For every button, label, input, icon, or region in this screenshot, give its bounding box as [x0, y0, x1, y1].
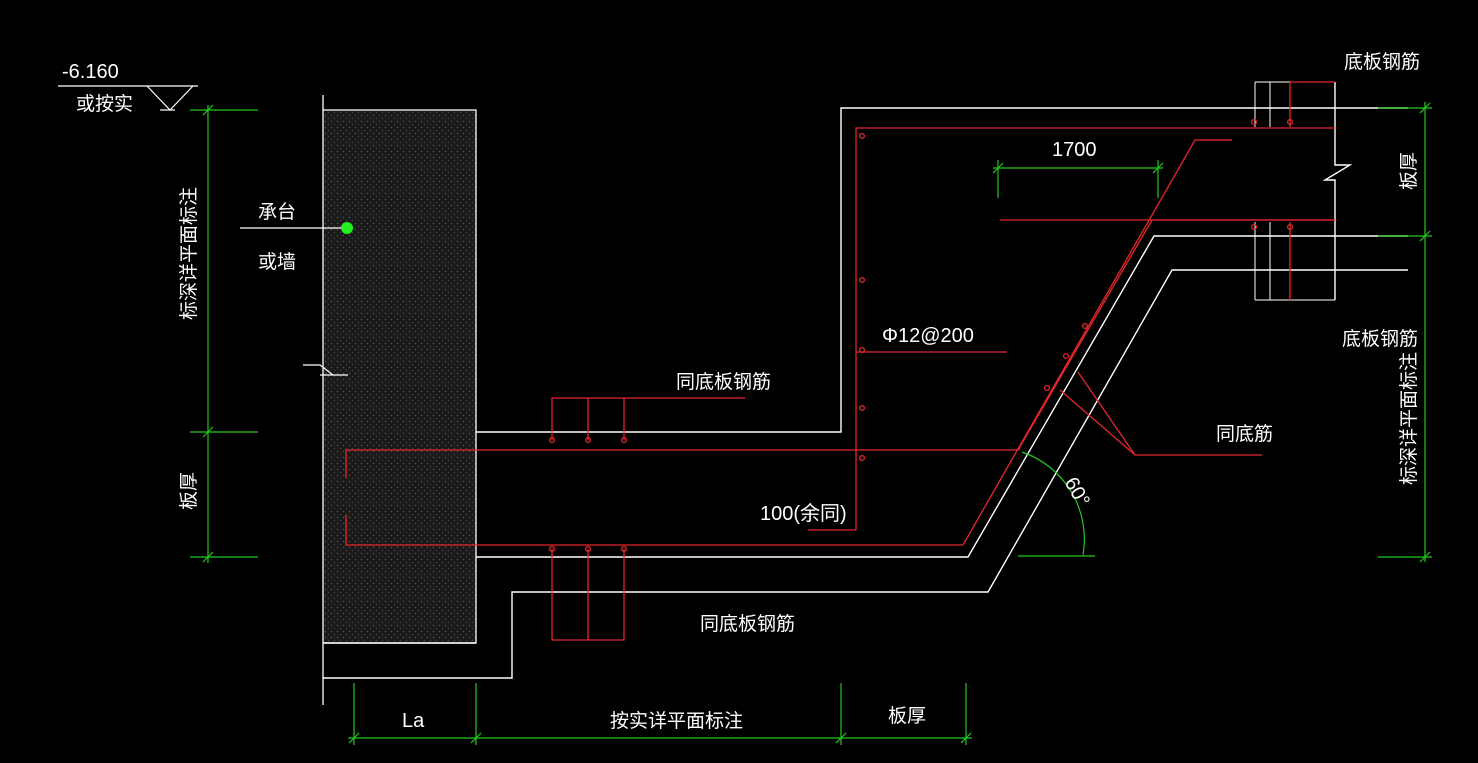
tick: [470, 732, 482, 744]
tick: [348, 732, 360, 744]
rebar-dot: [858, 454, 866, 462]
bottom-dim-right-label: 板厚: [888, 705, 926, 727]
rebar-dot: [584, 545, 592, 553]
tick: [992, 162, 1004, 174]
break-line-right: [1322, 82, 1353, 300]
rebar-dot: [620, 545, 628, 553]
tick: [960, 732, 972, 744]
dimensions: [58, 85, 1432, 745]
pile-cap-label-1: 承台: [258, 201, 296, 223]
same-rebar-label: 同底筋: [1216, 423, 1273, 445]
slab-bottom-outline: [323, 269, 1408, 679]
rebar-dot: [548, 545, 556, 553]
tick: [1419, 551, 1431, 563]
pile-cap-label-2: 或墙: [258, 251, 296, 273]
tick: [202, 104, 214, 116]
right-mid-rebar-label: 底板钢筋: [1342, 328, 1418, 350]
same-bottom-upper-label: 同底板钢筋: [676, 371, 771, 393]
right-dim-upper-label: 板厚: [1398, 152, 1420, 190]
elevation-triangle: [146, 85, 194, 111]
angle-arc: [1021, 451, 1085, 556]
angle-label: 60°: [1060, 474, 1094, 511]
rebar-dot: [1286, 223, 1294, 231]
bottom-dim-mid-label: 按实详平面标注: [610, 710, 743, 732]
dim-1700-label: 1700: [1052, 139, 1097, 161]
pile-cap-block: [303, 95, 477, 705]
leader-same-bottom: [552, 549, 625, 641]
elevation-label: -6.160: [62, 61, 119, 83]
rebar-dot: [584, 436, 592, 444]
bottom-dim-la-label: La: [402, 710, 425, 732]
tick: [1419, 102, 1431, 114]
tick: [202, 551, 214, 563]
rebar-dot: [858, 276, 866, 284]
rebar-dot: [858, 346, 866, 354]
rebar-dot: [858, 132, 866, 140]
rebar-dot: [1286, 118, 1294, 126]
slab-outline: [323, 81, 1408, 679]
stirrup-label: Φ12@200: [882, 325, 974, 347]
rebar-dot: [1043, 384, 1051, 392]
pile-cap-marker: [341, 222, 353, 234]
break-line-left: [303, 364, 348, 376]
rebar-dot: [1250, 118, 1258, 126]
rebar-dot: [1250, 223, 1258, 231]
rebar-dot: [548, 436, 556, 444]
tick: [1152, 162, 1164, 174]
leader-same-top: [551, 397, 745, 440]
elevation-note: 或按实: [76, 93, 133, 115]
right-dim-lower-label: 标深详平面标注: [1398, 352, 1420, 485]
vertical-rebar: [855, 127, 1335, 530]
rebar-dot: [620, 436, 628, 444]
top-rebar-sloped: [1017, 219, 1335, 451]
tick: [835, 732, 847, 744]
same-bottom-lower-label: 同底板钢筋: [700, 613, 795, 635]
pile-cap-hatch: [323, 110, 476, 643]
left-dim-upper-label: 标深详平面标注: [178, 187, 200, 320]
rebar-dot: [1062, 352, 1070, 360]
left-dim-lower-label: 板厚: [178, 472, 200, 510]
leader-same-rebar-2: [1077, 371, 1136, 456]
rebar: [345, 81, 1335, 641]
tick: [202, 426, 214, 438]
rebar-dot: [1081, 322, 1089, 330]
rebar-dot: [858, 404, 866, 412]
slab-top-outline: [476, 107, 1335, 433]
bottom-rebar-main: [345, 139, 1232, 546]
tick: [1419, 230, 1431, 242]
top-right-rebar-label: 底板钢筋: [1344, 51, 1420, 73]
cover-100-label: 100(余同): [760, 502, 847, 525]
slab-mid-outline: [476, 235, 1335, 558]
